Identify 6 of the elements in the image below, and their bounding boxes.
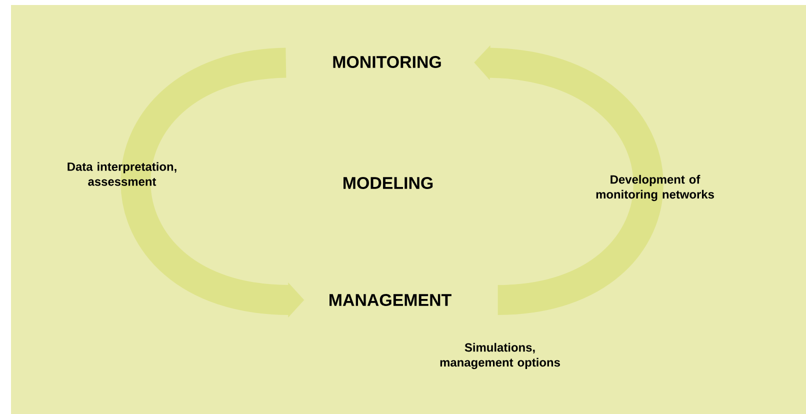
edge-label: Data interpretation, assessment — [68, 162, 176, 186]
heading-text: MONITORING — [333, 56, 441, 68]
note-text: Simulations, management options — [440, 342, 560, 370]
edge-label: Development of monitoring networks — [596, 174, 714, 202]
heading-text: MANAGEMENT — [330, 294, 452, 306]
heading-text: MODELING — [344, 177, 433, 189]
